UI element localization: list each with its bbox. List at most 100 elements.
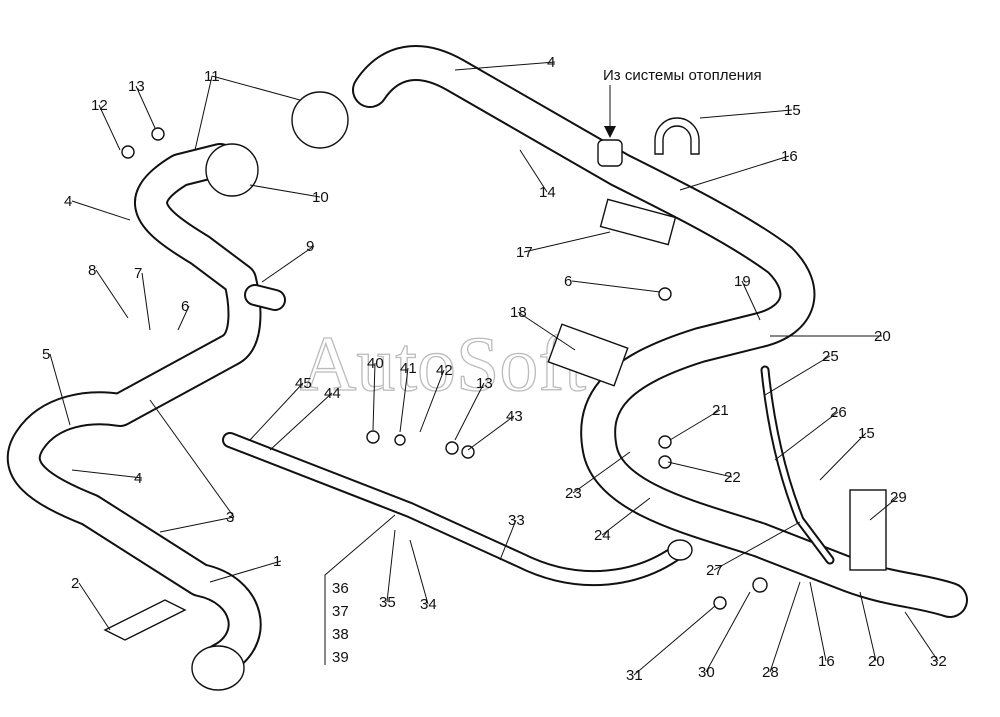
heating-inlet-fitting: [597, 139, 623, 167]
callout-16: 16: [781, 148, 798, 165]
nut-22: [658, 455, 672, 469]
callout-4: 4: [134, 470, 142, 487]
callout-41: 41: [400, 360, 417, 377]
leader-line: [519, 149, 548, 193]
callout-11: 11: [204, 68, 220, 85]
callout-42: 42: [436, 362, 453, 379]
flange-upper: [291, 91, 349, 149]
leader-line: [141, 272, 151, 331]
callout-4: 4: [64, 193, 72, 210]
bolt-12: [121, 145, 135, 159]
callout-34: 34: [420, 596, 437, 613]
callout-30: 30: [698, 664, 715, 681]
callout-21: 21: [712, 402, 729, 419]
leader-line: [149, 399, 235, 518]
leader-line: [249, 382, 304, 441]
leader-line: [499, 519, 517, 561]
heating-system-caption: Из системы отопления: [603, 67, 762, 84]
leader-line: [78, 582, 111, 631]
callout-17: 17: [516, 244, 533, 261]
leader-line: [774, 411, 839, 461]
callout-15: 15: [784, 102, 801, 119]
callout-27: 27: [706, 562, 723, 579]
callout-13: 13: [476, 375, 493, 392]
callout-28: 28: [762, 664, 779, 681]
washer-41: [394, 434, 406, 446]
leader-line: [269, 392, 333, 451]
hose-2: [246, 286, 284, 309]
washer-13b: [445, 441, 459, 455]
leader-line: [741, 280, 761, 321]
callout-5: 5: [42, 346, 50, 363]
bolt-31: [713, 596, 727, 610]
fittings: [103, 91, 887, 691]
leader-line: [71, 200, 131, 221]
callout-20: 20: [868, 653, 885, 670]
leader-line: [667, 461, 733, 478]
washer-21: [658, 435, 672, 449]
callout-13: 13: [128, 78, 145, 95]
pipe-end: [191, 645, 245, 691]
callout-33: 33: [508, 512, 525, 529]
callout-38: 38: [332, 626, 349, 643]
callout-19: 19: [734, 273, 751, 290]
leader-line: [261, 245, 315, 283]
bolt-6: [658, 287, 672, 301]
leader-line: [699, 109, 793, 119]
watermark: AutoSoft: [300, 320, 586, 407]
callout-12: 12: [91, 97, 108, 114]
leader-line: [572, 451, 631, 494]
callout-23: 23: [565, 485, 582, 502]
callout-4: 4: [547, 54, 555, 71]
leader-line: [71, 469, 143, 479]
callout-29: 29: [890, 489, 907, 506]
leader-line: [409, 539, 429, 605]
leader-line: [419, 369, 445, 433]
callout-26: 26: [830, 404, 847, 421]
leader-line: [769, 581, 801, 673]
leader-line: [713, 521, 801, 571]
leader-line: [764, 355, 831, 396]
bracket-17: [599, 198, 677, 246]
callout-7: 7: [134, 265, 142, 282]
clamp-15: [654, 117, 700, 155]
leader-line: [523, 231, 611, 253]
callout-2: 2: [71, 575, 79, 592]
callout-37: 37: [332, 603, 349, 620]
leader-line: [209, 560, 282, 583]
hose-4: [224, 434, 686, 585]
bracket-29: [849, 489, 887, 571]
leader-line: [809, 581, 827, 662]
pipe-end-33: [667, 539, 693, 561]
leader-line: [633, 605, 716, 676]
callout-8: 8: [88, 262, 96, 279]
leader-line: [211, 75, 301, 101]
callout-20: 20: [874, 328, 891, 345]
leader-line: [135, 85, 156, 129]
leader-line: [669, 409, 721, 441]
leader-line: [159, 516, 235, 533]
flange-left: [205, 143, 259, 197]
leader-line: [454, 61, 556, 71]
washer-13: [151, 127, 165, 141]
leader-line: [249, 184, 321, 198]
bracket-18: [547, 323, 629, 387]
leader-line: [601, 497, 651, 536]
leader-line: [95, 269, 129, 319]
leader-line: [859, 591, 877, 662]
leader-line: [194, 75, 213, 151]
washer-30: [752, 577, 768, 593]
callout-24: 24: [594, 527, 611, 544]
callout-6: 6: [181, 298, 189, 315]
arrow-down-icon: [604, 126, 616, 138]
callout-31: 31: [626, 667, 643, 684]
callout-16: 16: [818, 653, 835, 670]
leader-line: [399, 367, 409, 433]
leader-line: [705, 591, 751, 673]
callout-6: 6: [564, 273, 572, 290]
leader-line: [177, 305, 190, 331]
leader-line: [679, 155, 790, 191]
